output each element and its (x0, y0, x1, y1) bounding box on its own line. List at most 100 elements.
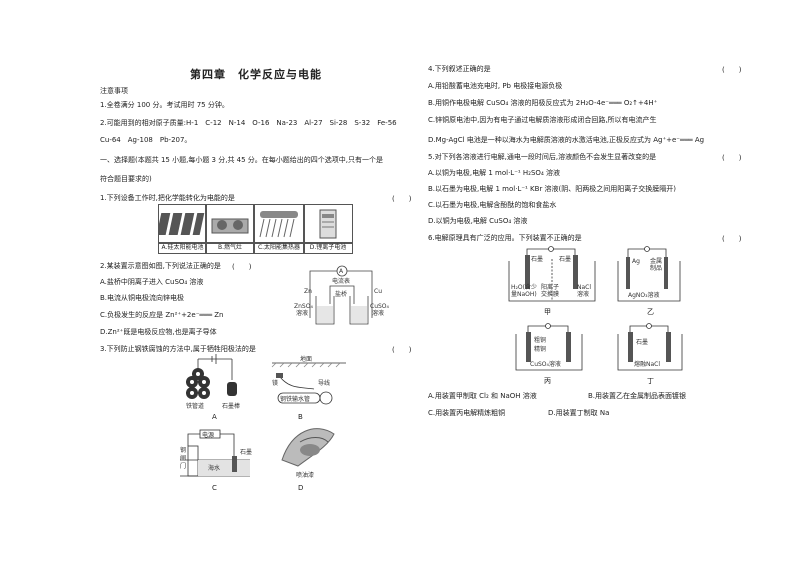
graphite-rod-label: 石墨棒 (222, 402, 240, 410)
answer-paren: ( ) (722, 66, 742, 74)
caption-yi: 乙 (647, 308, 654, 316)
option-c: C.以石墨为电极,电解含酚酞的饱和食盐水 (428, 201, 557, 209)
notice-item: Cu-64 Ag-108 Pb-207。 (100, 136, 192, 144)
notice-heading: 注意事项 (100, 87, 128, 95)
membrane-label: 阳离子 (541, 283, 559, 291)
answer-paren: ( ) (392, 346, 412, 354)
ammeter-label: 电流表 (332, 277, 350, 285)
power-source-label: 电源 (202, 431, 214, 439)
option-b: B.燃气灶 (205, 242, 255, 254)
option-c: C.用装置丙电解精炼粗铜 (428, 409, 506, 417)
question-stem: 6.电解原理具有广泛的应用。下列装置不正确的是 (428, 234, 582, 242)
nacl-label: 溶液 (577, 290, 589, 298)
notice-item: 2.可能用到的相对原子质量:H-1 C-12 N-14 O-16 Na-23 A… (100, 119, 397, 127)
left-solution-label: ZnSO₄ (294, 303, 313, 310)
left-solution-label: 溶液 (296, 309, 308, 317)
metal-product-label: 金属 (650, 257, 662, 265)
wire-label: 导线 (318, 379, 330, 387)
right-solution-label: CuSO₄ (370, 303, 390, 310)
page-title: 第四章 化学反应与电能 (190, 68, 322, 81)
question-stem: 3.下列防止钢铁腐蚀的方法中,属于牺牲阳极法的是 (100, 345, 256, 353)
option-b: B.用装置乙在金属制品表面镀银 (588, 392, 687, 400)
metal-product-label: 制品 (650, 264, 662, 272)
option-d: D.Zn²⁺既是电极反应物,也是离子导体 (100, 328, 217, 336)
section-heading: 符合题目要求的) (100, 175, 152, 183)
question-stem: 1.下列设备工作时,把化学能转化为电能的是 (100, 194, 235, 202)
graphite-label: 石墨 (636, 339, 648, 346)
option-b: B.用铜作电极电解 CuSO₄ 溶液的阳极反应式为 2H₂O-4e⁻═══ O₂… (428, 99, 658, 107)
q6-figure-jia: 石墨 石墨 H₂O(含少 量NaOH) 阳离子 交换膜 NaCl 溶液 (508, 246, 596, 302)
option-b: B.电流从铜电极流向锌电极 (100, 294, 185, 302)
question-stem: 4.下列叙述正确的是 (428, 65, 491, 73)
q6-figure-bing: 粗铜 精铜 CuSO₄溶液 (515, 323, 583, 371)
pure-copper-label: 精铜 (534, 345, 546, 353)
q2-galvanic-cell-diagram: A 电流表 Zn Cu 盐桥 ZnSO₄ 溶液 CuSO₄ 溶液 (294, 265, 390, 325)
iron-pipe-label: 铁管道 (186, 402, 204, 410)
nacl-label: NaCl (577, 284, 591, 291)
option-a: A.以铜为电极,电解 1 mol·L⁻¹ H₂SO₄ 溶液 (428, 169, 560, 177)
q3-figure-c: 电源 钢 闸 门 石墨 海水 (180, 429, 252, 477)
caption-c: C (212, 484, 217, 492)
spray-paint-label: 喷油漆 (296, 471, 314, 479)
caption-a: A (212, 413, 217, 421)
caption-b: B (298, 413, 303, 421)
q6-figure-ding: 石墨 熔融NaCl (617, 323, 683, 371)
cuso4-solution-label: CuSO₄溶液 (530, 360, 561, 368)
cu-electrode-label: Cu (374, 288, 382, 295)
solar-heater-image (253, 204, 305, 244)
question-stem: 5.对下列各溶液进行电解,通电一段时间后,溶液颜色不会发生显著改变的是 (428, 153, 657, 161)
membrane-label: 交换膜 (541, 290, 559, 298)
option-a: A.用装置甲制取 Cl₂ 和 NaOH 溶液 (428, 392, 537, 400)
q6-figure-yi: Ag 金属 制品 AgNO₃溶液 (617, 246, 681, 302)
caption-d: D (298, 484, 304, 492)
ground-label: 地面 (300, 355, 312, 363)
crude-copper-label: 粗铜 (534, 336, 546, 344)
seawater-label: 海水 (208, 464, 220, 472)
option-c: C.负极发生的反应是 Zn²⁺+2e⁻═══ Zn (100, 311, 224, 319)
molten-nacl-label: 熔融NaCl (634, 360, 660, 368)
agno3-solution-label: AgNO₃溶液 (628, 291, 660, 299)
option-d: D.Mg-AgCl 电池是一种以海水为电解质溶液的水激活电池,正极反应式为 Ag… (428, 136, 705, 144)
steel-gate-label: 门 (180, 462, 186, 470)
section-heading: 一、选择题(本题共 15 小题,每小题 3 分,共 45 分。在每小题给出的四个… (100, 156, 384, 164)
salt-bridge-label: 盐桥 (335, 290, 347, 298)
gas-stove-image (205, 204, 255, 244)
option-b: B.以石墨为电极,电解 1 mol·L⁻¹ KBr 溶液(阴、阳两极之间用阳离子… (428, 185, 677, 193)
graphite-label: 石墨 (240, 449, 252, 456)
li-battery-image (303, 204, 353, 244)
silver-electrode-label: Ag (632, 258, 640, 265)
option-d: D.用装置丁制取 Na (548, 409, 610, 417)
q3-figure-d: 喷油漆 (281, 428, 335, 479)
caption-jia: 甲 (544, 308, 551, 316)
option-a: A.硅太阳能电池 (158, 242, 207, 254)
magnesium-label: 镁 (272, 379, 278, 387)
zn-electrode-label: Zn (304, 288, 312, 295)
option-c: C.太阳能集热器 (253, 242, 305, 254)
notice-item: 1.全卷满分 100 分。考试用时 75 分钟。 (100, 101, 229, 109)
option-c: C.锌铜原电池中,因为有电子通过电解质溶液形成闭合回路,所以有电流产生 (428, 116, 657, 124)
graphite-label: 石墨 (559, 256, 571, 263)
steel-gate-label: 闸 (180, 454, 186, 462)
option-a: A.盐桥中阴离子进入 CuSO₄ 溶液 (100, 278, 204, 286)
answer-paren: ( ) (722, 154, 742, 162)
q3-figure-b: 地面 镁 导线 钢铁输水管 (271, 355, 346, 405)
water-label: 量NaOH) (511, 291, 537, 298)
answer-paren: ( ) (722, 235, 742, 243)
caption-ding: 丁 (647, 377, 654, 385)
right-solution-label: 溶液 (372, 309, 384, 317)
answer-paren: ( ) (392, 195, 412, 203)
water-pipe-label: 钢铁输水管 (280, 395, 310, 403)
steel-gate-label: 钢 (180, 446, 186, 454)
answer-paren: ( ) (232, 263, 252, 271)
option-d: D.以铜为电极,电解 CuSO₄ 溶液 (428, 217, 528, 225)
graphite-label: 石墨 (531, 256, 543, 263)
water-label: H₂O(含少 (511, 283, 537, 291)
option-a: A.用铅酸蓄电池充电时, Pb 电极接电源负极 (428, 82, 563, 90)
question-stem: 2.某装置示意图如图,下列说法正确的是 (100, 262, 221, 270)
ammeter-symbol: A (339, 268, 344, 275)
caption-bing: 丙 (544, 377, 551, 385)
q3-figure-a: 铁管道 石墨棒 (186, 354, 240, 410)
solar-panel-image (156, 204, 207, 244)
option-d: D.锂离子电池 (303, 242, 353, 254)
